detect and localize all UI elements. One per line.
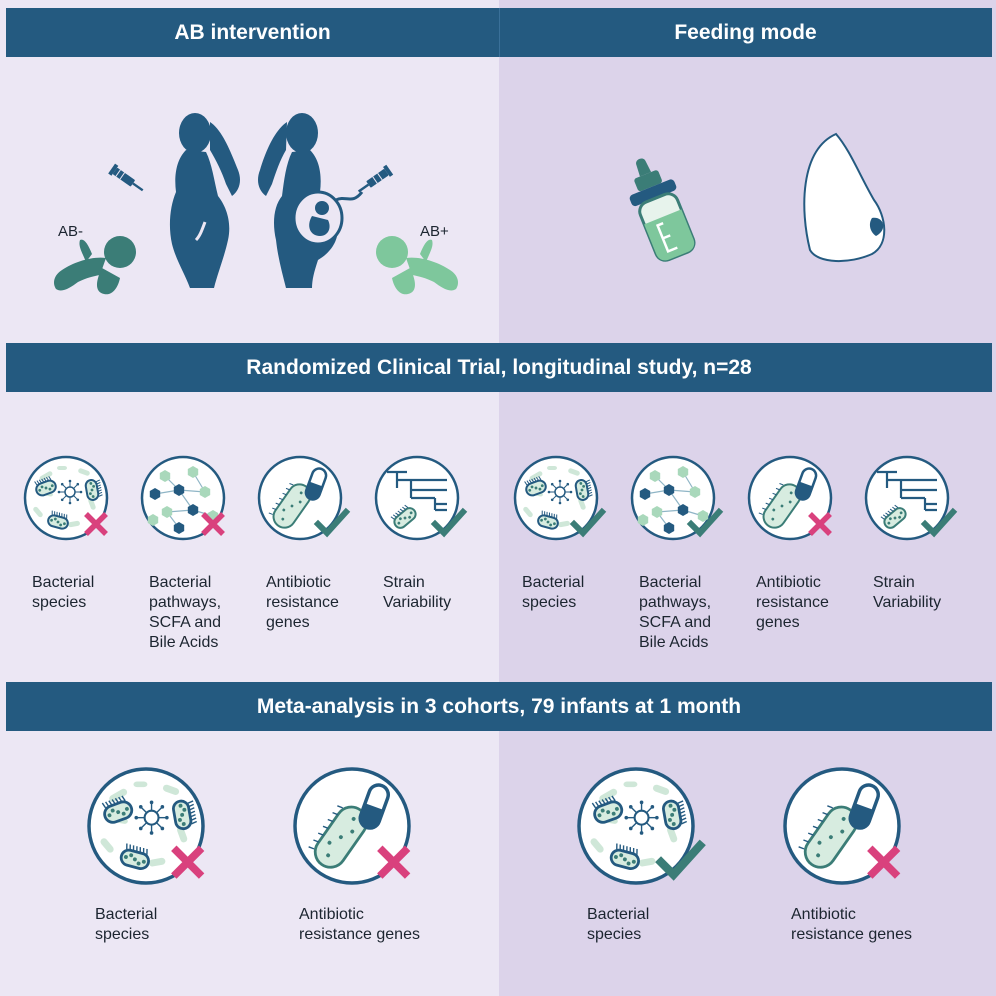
meta-feeding-bacteria-community-icon bbox=[577, 767, 706, 885]
meta-feeding-antibiotic-resistance-icon bbox=[783, 767, 901, 885]
infant-ab-positive-icon bbox=[376, 236, 458, 295]
ab-positive-label: AB+ bbox=[420, 223, 449, 240]
meta-ab-antibiotic-resistance-icon bbox=[293, 767, 411, 885]
baby-bottle-icon bbox=[629, 158, 696, 262]
banner-divider bbox=[499, 8, 500, 57]
rct-header-banner: Randomized Clinical Trial, longitudinal … bbox=[6, 343, 992, 392]
rct-feeding-antibiotic-resistance-icon bbox=[747, 455, 833, 541]
rct-feeding-phylogenetic-tree-icon bbox=[864, 455, 958, 541]
rct-feeding-label-species: Bacterial species bbox=[522, 574, 585, 611]
pregnant-woman-icon bbox=[169, 113, 240, 288]
meta-header-banner: Meta-analysis in 3 cohorts, 79 infants a… bbox=[6, 682, 992, 731]
meta-ab-label-species: Bacterial species bbox=[95, 906, 158, 943]
feeding-mode-title: Feeding mode bbox=[674, 20, 817, 44]
fetus-icon bbox=[309, 201, 330, 236]
rct-ab-label-species: Bacterial species bbox=[32, 574, 95, 611]
rct-feeding-label-resistance: Antibiotic resistance genes bbox=[756, 574, 829, 631]
rct-ab-label-resistance: Antibiotic resistance genes bbox=[266, 574, 339, 631]
rct-ab-bacteria-community-icon bbox=[23, 455, 109, 541]
meta-ab-label-resistance: Antibiotic resistance genes bbox=[299, 906, 420, 943]
breast-icon bbox=[803, 132, 886, 263]
meta-title: Meta-analysis in 3 cohorts, 79 infants a… bbox=[256, 694, 742, 718]
rct-ab-label-strain: Strain Variability bbox=[383, 574, 452, 611]
rct-feeding-bacteria-community-icon bbox=[513, 455, 607, 541]
syringe-icon bbox=[357, 164, 394, 193]
syringe-icon bbox=[108, 163, 144, 192]
infant-ab-negative-icon bbox=[54, 236, 136, 295]
rct-feeding-label-pathways: Bacterial pathways, SCFA and Bile Acids bbox=[639, 574, 712, 651]
top-illustrations bbox=[54, 113, 886, 295]
top-header-banner: AB intervention Feeding mode bbox=[6, 8, 992, 57]
rct-ab-antibiotic-resistance-icon bbox=[257, 455, 351, 541]
rct-ab-phylogenetic-tree-icon bbox=[374, 455, 468, 541]
rct-ab-label-pathways: Bacterial pathways, SCFA and Bile Acids bbox=[149, 574, 222, 651]
meta-feeding-label-resistance: Antibiotic resistance genes bbox=[791, 906, 912, 943]
ab-negative-label: AB- bbox=[58, 223, 84, 240]
meta-ab-bacteria-community-icon bbox=[87, 767, 205, 885]
rct-ab-pathway-hexagon-icon bbox=[140, 455, 226, 541]
rct-title: Randomized Clinical Trial, longitudinal … bbox=[246, 355, 752, 379]
ab-intervention-title: AB intervention bbox=[174, 20, 331, 44]
meta-feeding-label-species: Bacterial species bbox=[587, 906, 650, 943]
rct-feeding-label-strain: Strain Variability bbox=[873, 574, 942, 611]
rct-feeding-pathway-hexagon-icon bbox=[630, 455, 724, 541]
